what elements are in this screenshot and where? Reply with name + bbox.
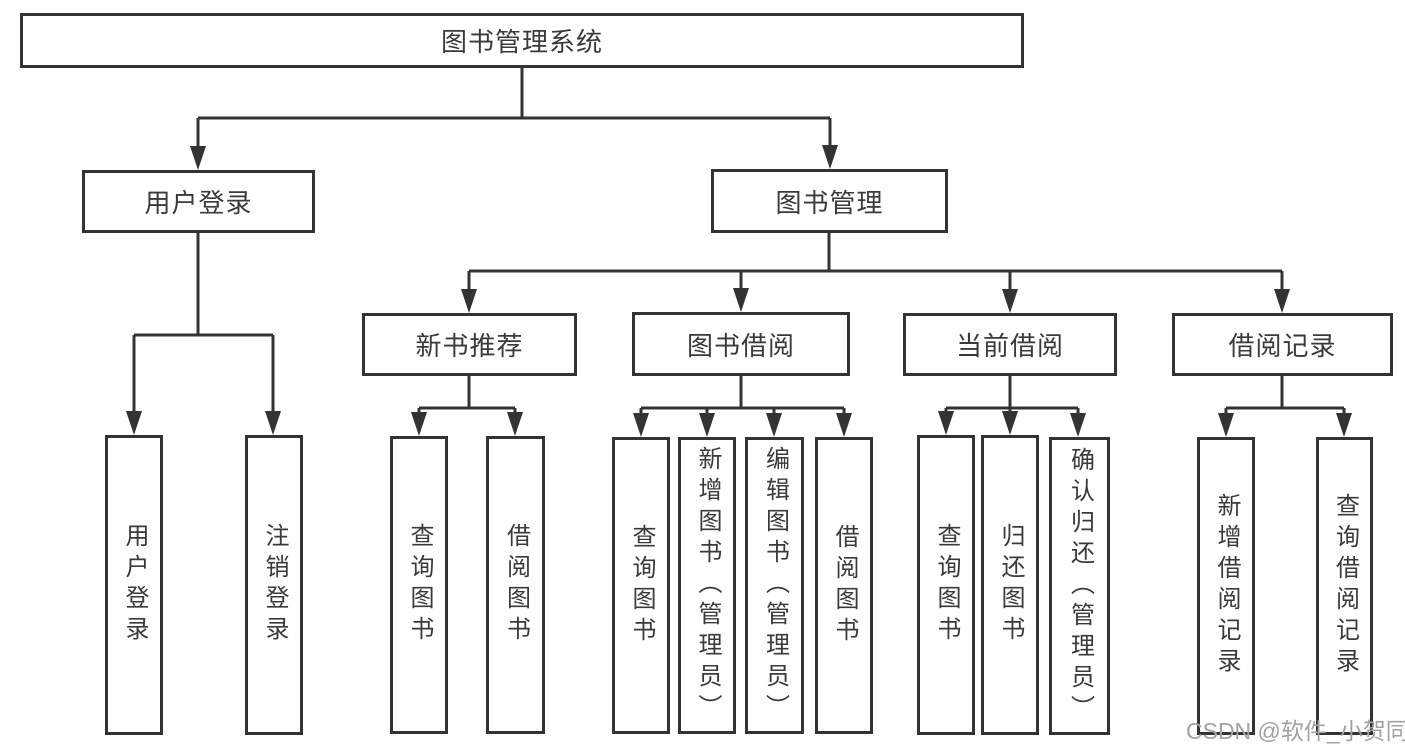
- leaf-add-borrow-record: 新增借阅记录: [1197, 437, 1255, 735]
- leaf-confirm-return-admin: 确认归还（管理员）: [1049, 437, 1110, 735]
- csdn-watermark: CSDN @软件_小贺同学: [1186, 718, 1405, 744]
- leaf-user-login: 用户登录: [105, 435, 163, 735]
- leaf-query-borrow-record: 查询借阅记录: [1316, 437, 1373, 735]
- leaf-query-book-recommend: 查询图书: [390, 436, 448, 734]
- leaf-borrow-book-recommend: 借阅图书: [486, 436, 545, 734]
- node-book-borrowing: 图书借阅: [632, 312, 850, 376]
- node-new-book-recommendation: 新书推荐: [362, 313, 577, 376]
- leaf-edit-book-admin: 编辑图书（管理员）: [745, 437, 804, 734]
- leaf-query-book-borrow: 查询图书: [612, 437, 670, 734]
- node-borrowing-records: 借阅记录: [1172, 313, 1393, 376]
- leaf-borrow-book: 借阅图书: [815, 437, 873, 734]
- leaf-query-book-current: 查询图书: [917, 435, 975, 735]
- leaf-return-book: 归还图书: [981, 435, 1039, 735]
- node-book-management: 图书管理: [711, 169, 948, 233]
- leaf-logout: 注销登录: [245, 435, 303, 735]
- leaf-add-book-admin: 新增图书（管理员）: [678, 437, 736, 734]
- node-root-system: 图书管理系统: [20, 13, 1024, 68]
- node-user-login: 用户登录: [82, 170, 315, 233]
- node-current-borrowing: 当前借阅: [903, 313, 1117, 376]
